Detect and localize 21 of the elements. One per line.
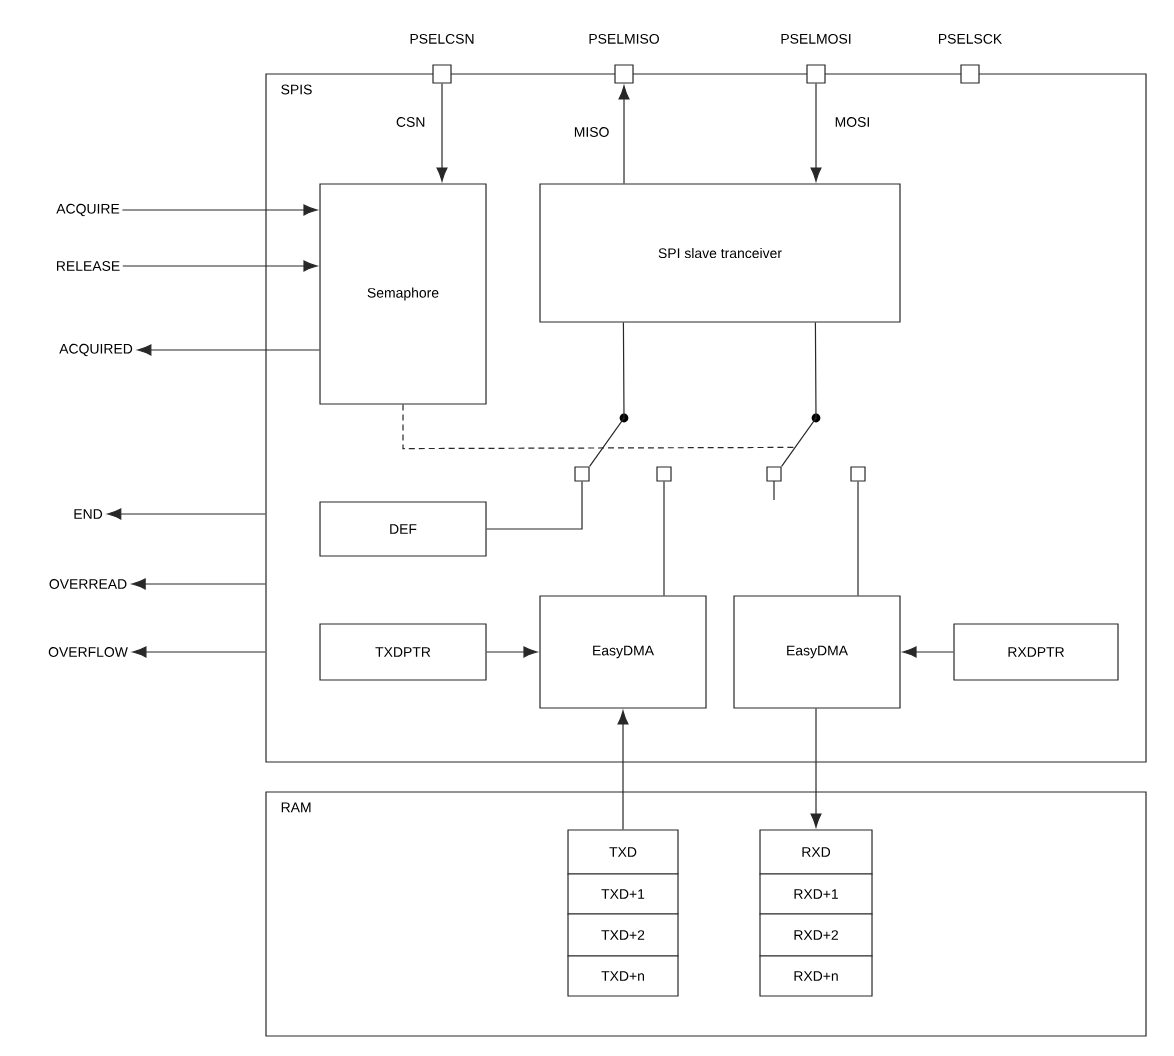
connector-line xyxy=(857,481,859,596)
arrow xyxy=(618,85,630,184)
arrow xyxy=(486,646,538,658)
arrow xyxy=(436,83,448,182)
arrow xyxy=(122,260,318,272)
dashed-line xyxy=(402,404,795,450)
arrow xyxy=(137,344,320,356)
arrow xyxy=(121,204,318,216)
arrow xyxy=(810,708,822,828)
arrow xyxy=(107,508,266,520)
arrow xyxy=(810,83,822,182)
arrow xyxy=(617,710,629,830)
contact-pad xyxy=(766,466,782,482)
connector-line xyxy=(486,481,583,530)
contact-pad xyxy=(850,466,866,482)
contact-pad xyxy=(656,466,672,482)
contact-pad xyxy=(574,466,590,482)
arrow xyxy=(902,646,954,658)
arrow xyxy=(132,646,266,658)
arrow xyxy=(131,578,266,590)
connector-line xyxy=(663,481,665,596)
